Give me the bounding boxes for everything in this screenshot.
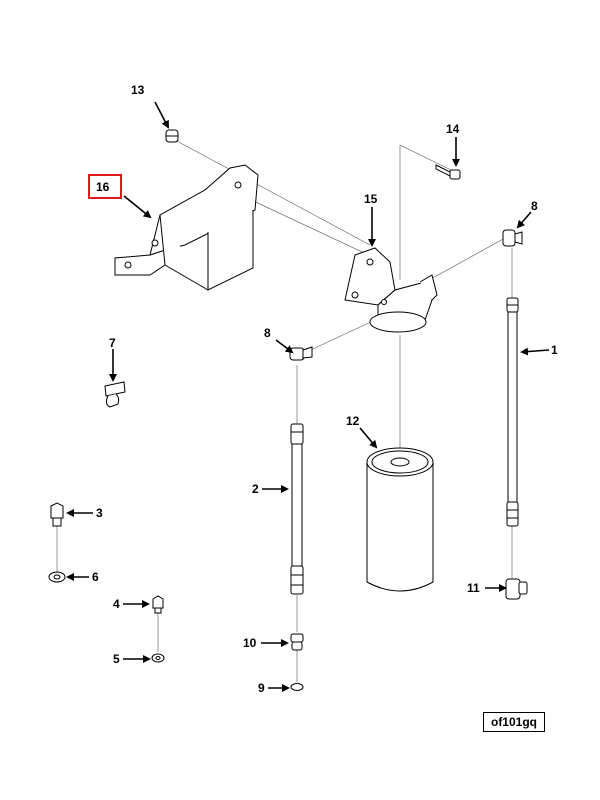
clamp-part-7: [104, 381, 126, 408]
callout-10: 10: [243, 636, 257, 650]
assembly-guide-lines: [56, 139, 513, 682]
bushing-part-13: [165, 129, 179, 143]
washer-part-5: [151, 653, 165, 663]
callout-2: 2: [252, 482, 259, 496]
callout-7: 7: [109, 336, 116, 350]
callout-arrows: [66, 101, 550, 692]
hose-part-2: [290, 423, 304, 595]
callout-5: 5: [113, 652, 120, 666]
figure-reference-label: of101gq: [490, 715, 537, 729]
washer-part-6: [48, 571, 66, 583]
callout-13: 13: [131, 83, 145, 97]
tee-fitting-part-11: [505, 578, 528, 600]
filter-head-part-15: [344, 247, 438, 333]
callout-16[interactable]: 16: [96, 180, 110, 194]
figure-reference-box: of101gq: [483, 712, 545, 732]
filter-element-part-12: [366, 447, 434, 592]
callout-4: 4: [113, 597, 120, 611]
cap-screw-part-4: [152, 595, 164, 614]
callout-8-lower: 8: [264, 326, 271, 340]
callout-14: 14: [446, 122, 460, 136]
callout-8-upper: 8: [531, 199, 538, 213]
bracket-part-16: [114, 164, 259, 291]
cap-screw-part-3: [50, 502, 64, 527]
callout-12: 12: [346, 414, 360, 428]
callout-15: 15: [364, 192, 378, 206]
o-ring-part-9: [290, 683, 304, 691]
callout-9: 9: [258, 681, 265, 695]
elbow-fitting-part-8-upper: [502, 229, 523, 247]
hose-part-1: [506, 297, 519, 527]
adapter-part-10: [290, 633, 304, 651]
callout-3: 3: [96, 506, 103, 520]
highlight-box: [88, 174, 122, 199]
callout-1: 1: [551, 343, 558, 357]
callout-6: 6: [92, 570, 99, 584]
callout-11: 11: [467, 581, 480, 595]
elbow-fitting-part-8-lower: [289, 346, 313, 361]
bolt-part-14: [435, 164, 461, 180]
